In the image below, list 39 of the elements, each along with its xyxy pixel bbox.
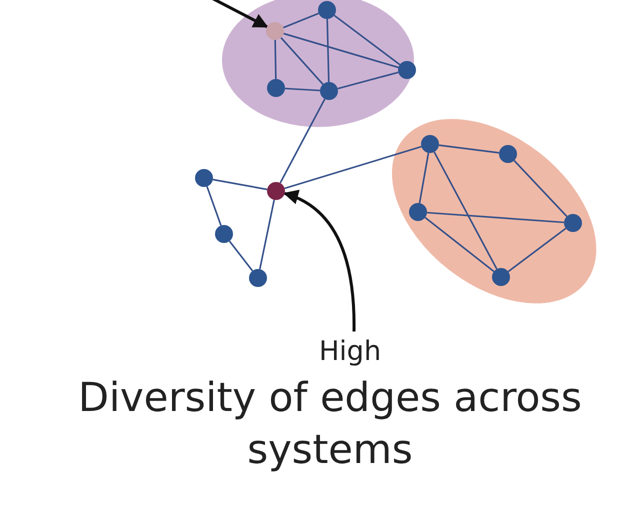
network-edge — [280, 98, 326, 184]
network-edge — [508, 228, 566, 272]
network-edge — [274, 40, 277, 80]
network-edge — [426, 212, 564, 224]
network-node — [420, 134, 439, 153]
network-edge — [514, 160, 568, 217]
network-edge — [283, 32, 399, 68]
network-edge — [418, 152, 430, 204]
network-node — [498, 144, 517, 163]
network-node — [408, 202, 427, 221]
network-node — [318, 1, 336, 19]
level-label: High — [319, 336, 382, 366]
network-edge — [284, 88, 320, 92]
network-edge — [228, 240, 254, 272]
network-node — [195, 169, 213, 187]
network-edge — [212, 178, 268, 190]
network-edge — [283, 12, 319, 28]
network-node — [398, 61, 416, 79]
network-edge — [438, 144, 500, 154]
network-node — [267, 79, 285, 97]
network-node — [564, 214, 582, 232]
network-edge — [284, 146, 422, 190]
network-node — [249, 269, 267, 287]
network-edge — [424, 216, 494, 272]
caption: Diversity of edges across systems — [77, 374, 583, 475]
network-edge — [280, 37, 324, 85]
network-edge — [434, 152, 498, 270]
network-edge — [206, 186, 222, 226]
arrow — [283, 190, 356, 332]
network-node — [266, 22, 284, 40]
network-edge — [259, 200, 275, 270]
network-edge — [326, 18, 330, 82]
network-node — [320, 82, 338, 100]
cluster-ellipse — [392, 118, 596, 304]
network-edge — [337, 72, 399, 90]
network-node — [215, 225, 233, 243]
network-edge — [334, 14, 400, 66]
network-node — [267, 182, 285, 200]
network-node — [492, 268, 510, 286]
